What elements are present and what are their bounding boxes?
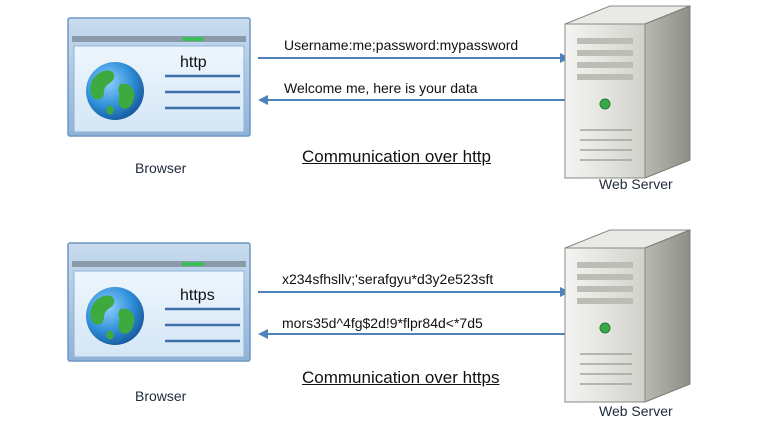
- http-title: Communication over http: [302, 147, 491, 166]
- https-request-text: x234sfhsllv;'serafgyu*d3y2e523sft: [282, 271, 494, 287]
- http-request-text: Username:me;password:mypassword: [284, 37, 519, 53]
- https-title: Communication over https: [302, 368, 500, 387]
- https-globe-icon: [86, 287, 144, 345]
- https-web-server-icon: [564, 229, 691, 403]
- https-browser-caption: Browser: [135, 388, 187, 404]
- https-server-caption: Web Server: [599, 403, 673, 419]
- http-response-text: Welcome me, here is your data: [284, 80, 478, 96]
- https-url-label: https: [180, 287, 215, 304]
- http-browser-caption: Browser: [135, 160, 187, 176]
- http-web-server-icon: [564, 5, 691, 179]
- http-url-label: http: [180, 54, 207, 71]
- https-response-text: mors35d^4fg$2d!9*flpr84d<*7d5: [282, 315, 483, 331]
- http-globe-icon: [86, 62, 144, 120]
- http-server-caption: Web Server: [599, 176, 673, 192]
